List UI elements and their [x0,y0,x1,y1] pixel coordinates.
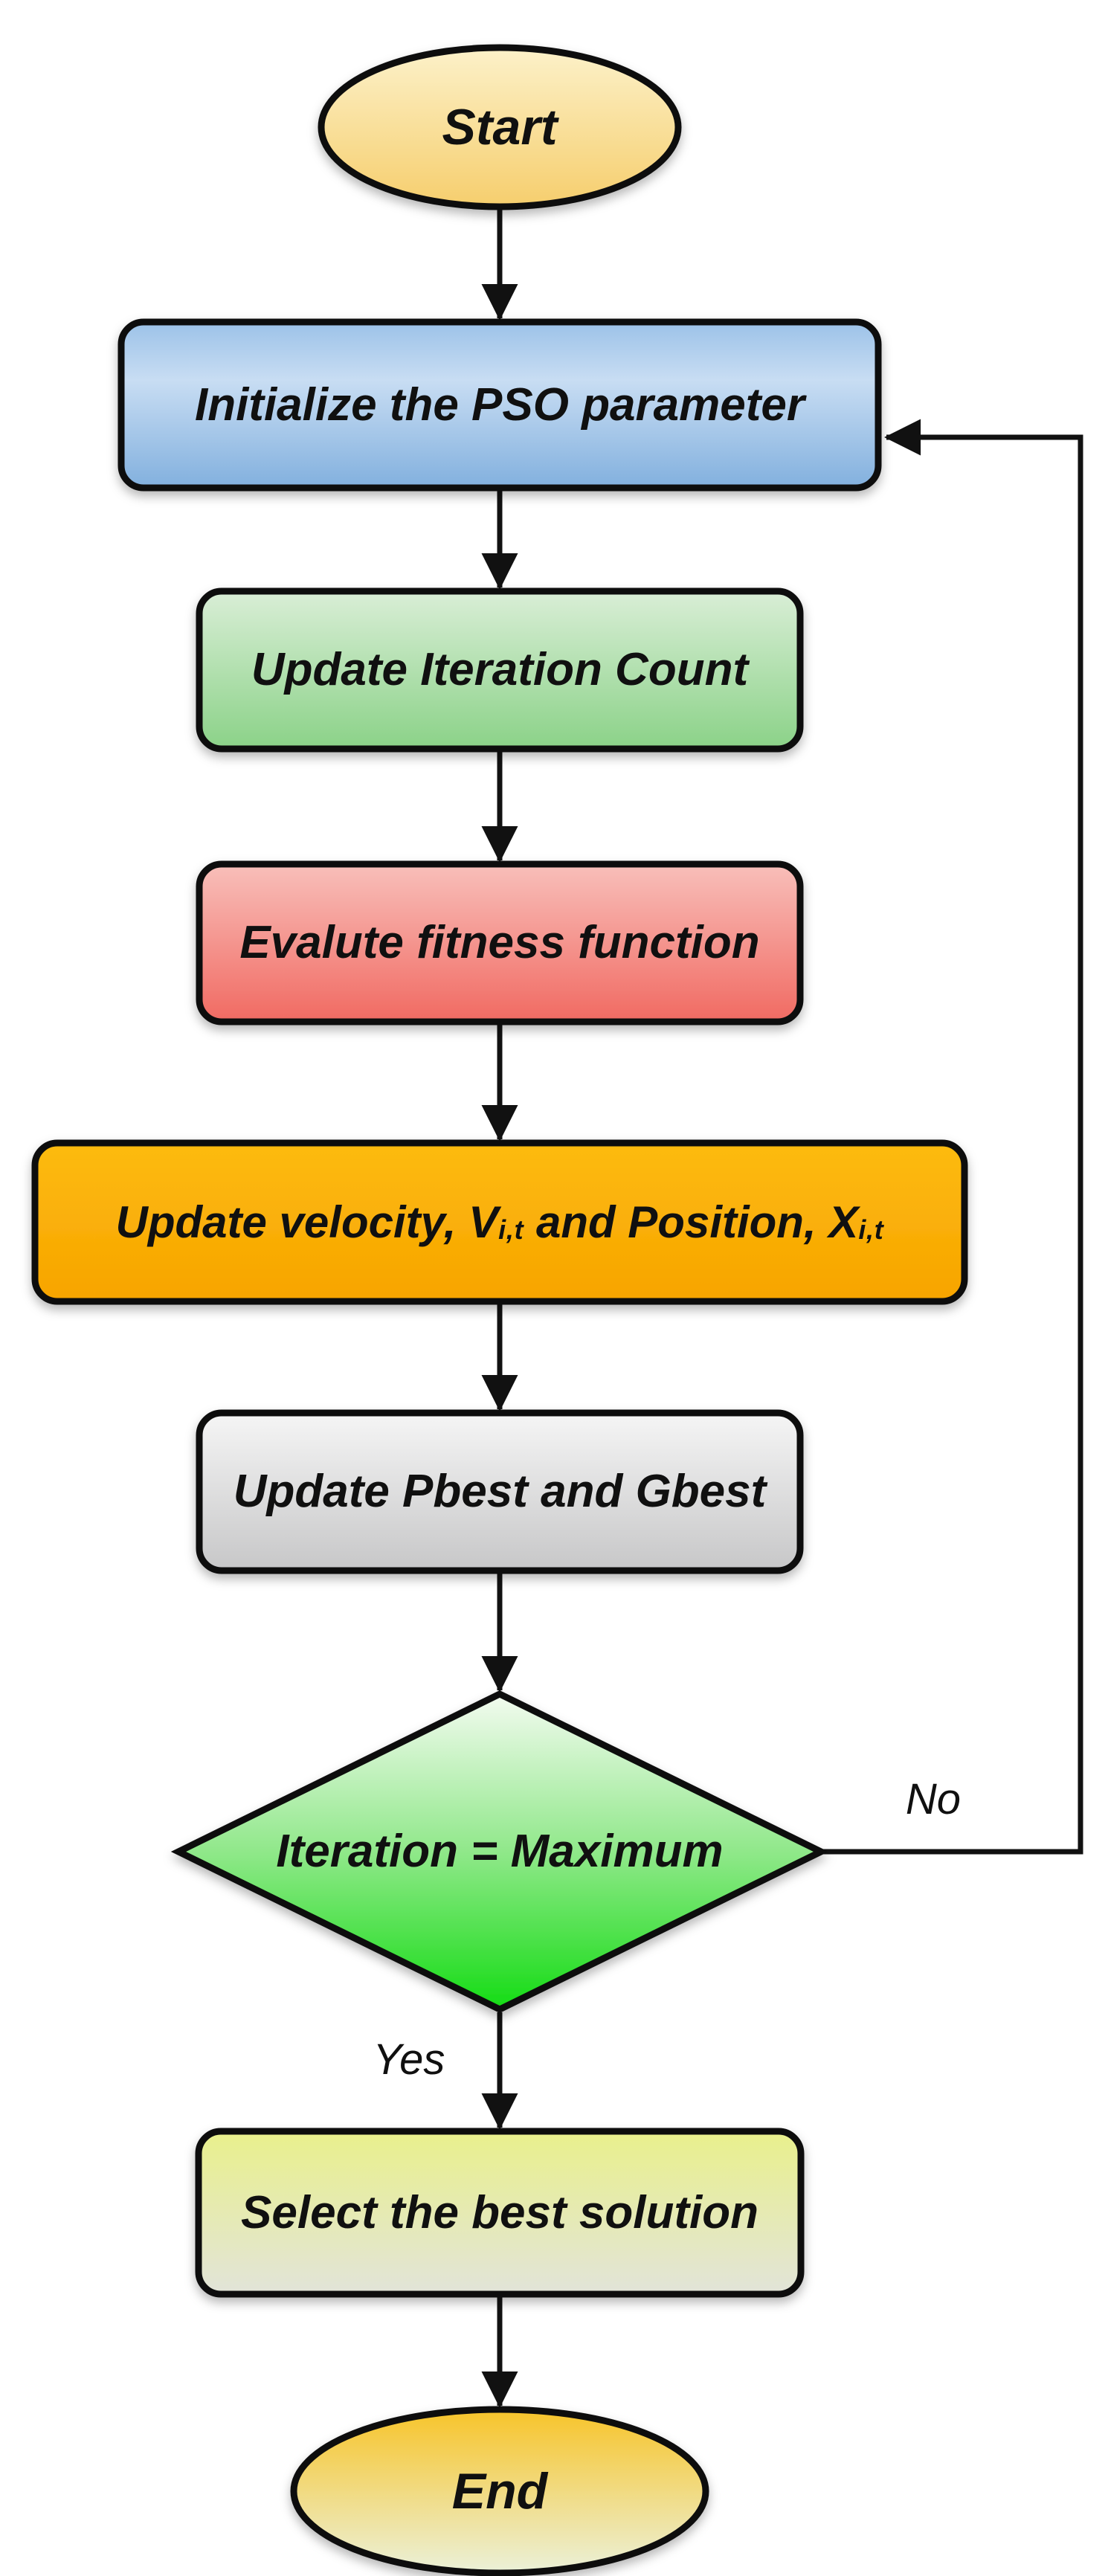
init-process-shape [117,318,882,492]
start-terminator-shape [318,44,682,210]
iteration-process-shape [196,587,804,753]
end-terminator-shape [290,2406,709,2576]
no-loop-connector [821,419,1083,1855]
velocity-process-shape [31,1139,968,1305]
select-process-shape [195,2128,805,2298]
fitness-process-shape [196,860,804,1025]
decision-diamond-shape [170,1690,829,2014]
best-process-shape [196,1409,804,1574]
